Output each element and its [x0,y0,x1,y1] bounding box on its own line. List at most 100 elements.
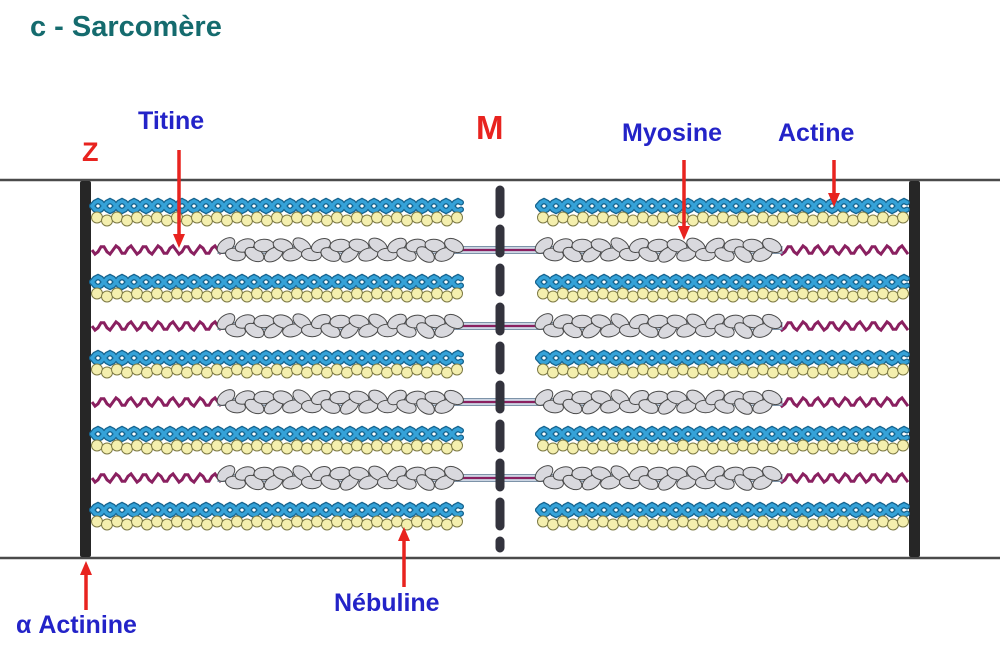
nebulin-bead [787,366,799,379]
myosine-label: Myosine [622,119,723,147]
nebulin-bead [767,518,779,531]
nebulin-bead [577,515,589,528]
thin-filament-row [89,197,910,227]
nebulin-bead [727,290,739,303]
nebulin-bead [221,366,233,379]
nebulin-bead [837,439,849,452]
nebulin-bead [91,211,103,224]
nebulin-bead [131,287,143,300]
nebulin-bead [777,439,789,452]
nebulin-bead [817,287,829,300]
nebulin-bead [251,439,263,452]
nebulin-bead [757,439,769,452]
nebulin-bead [381,442,393,455]
nebulin-bead [181,518,193,531]
nebulin-bead [341,214,353,227]
nebulin-bead [271,287,283,300]
nebulin-bead [727,214,739,227]
nebulin-bead [657,515,669,528]
nebulin-bead [241,366,253,379]
nebulin-bead [567,518,579,531]
nebulin-bead [547,518,559,531]
nebulin-bead [181,366,193,379]
nebulin-bead [411,439,423,452]
nebulin-bead [281,518,293,531]
nebulin-bead [827,366,839,379]
nebulin-bead [271,439,283,452]
nebulin-bead [111,287,123,300]
nebulin-bead [867,214,879,227]
nebulin-bead [261,518,273,531]
nebulin-bead [537,211,549,224]
nebulin-bead [577,211,589,224]
nebulin-bead [371,363,383,376]
nebulin-bead [151,287,163,300]
nebulin-bead [637,363,649,376]
nebulin-bead [577,439,589,452]
myosin-head [444,313,464,330]
nebulin-bead [311,211,323,224]
nebulin-bead [321,518,333,531]
nebulin-bead [311,439,323,452]
nebulin-bead [567,214,579,227]
nebulin-bead [687,442,699,455]
nebulin-bead [767,366,779,379]
nebulin-bead [827,518,839,531]
nebulin-bead [897,287,909,300]
nebulin-bead [221,442,233,455]
nebulin-bead [787,442,799,455]
nebulin-bead [787,518,799,531]
titin-left [90,243,223,257]
nebulin-bead [311,287,323,300]
page-title: c - Sarcomère [30,11,222,43]
nebulin-bead [697,439,709,452]
z-discs [80,181,920,557]
nebulin-bead [847,442,859,455]
nebulin-bead [547,290,559,303]
nebulin-bead [261,442,273,455]
nebulin-bead [381,518,393,531]
nebulin-bead [797,439,809,452]
titin-right [777,395,910,409]
nebulin-bead [877,287,889,300]
nebulin-bead [301,214,313,227]
nebulin-bead [441,214,453,227]
nebulin-bead [411,515,423,528]
nebulin-bead [647,366,659,379]
nebulin-bead [301,442,313,455]
nebulin-bead [617,363,629,376]
nebulin-bead [617,211,629,224]
z-disc-right [909,181,920,557]
nebulin-bead [351,515,363,528]
nebulin-bead [171,287,183,300]
nebulin-bead [707,518,719,531]
titin-right [777,471,910,485]
nebulin-bead [817,515,829,528]
nebulin-bead [867,518,879,531]
nebulin-bead [251,363,263,376]
nebulin-bead [421,290,433,303]
nebulin-bead [331,439,343,452]
nebulin-bead [451,439,463,452]
nebulin-bead [827,442,839,455]
nebulin-bead [597,287,609,300]
nebulin-bead [431,211,443,224]
nebulin-bead [687,518,699,531]
nebulin-bead [597,439,609,452]
nebulin-bead [201,214,213,227]
nebulin-bead [607,290,619,303]
m-label: M [476,109,504,146]
nebulin-bead [617,287,629,300]
nebulin-bead [91,515,103,528]
nebulin-bead [897,515,909,528]
nebulin-bead [627,366,639,379]
nebulin-bead [301,290,313,303]
nebulin-bead [537,439,549,452]
nebulin-bead [777,211,789,224]
titin-right [777,243,910,257]
nebulin-bead [281,214,293,227]
myosin-head [424,238,446,253]
nebulin-bead [141,290,153,303]
